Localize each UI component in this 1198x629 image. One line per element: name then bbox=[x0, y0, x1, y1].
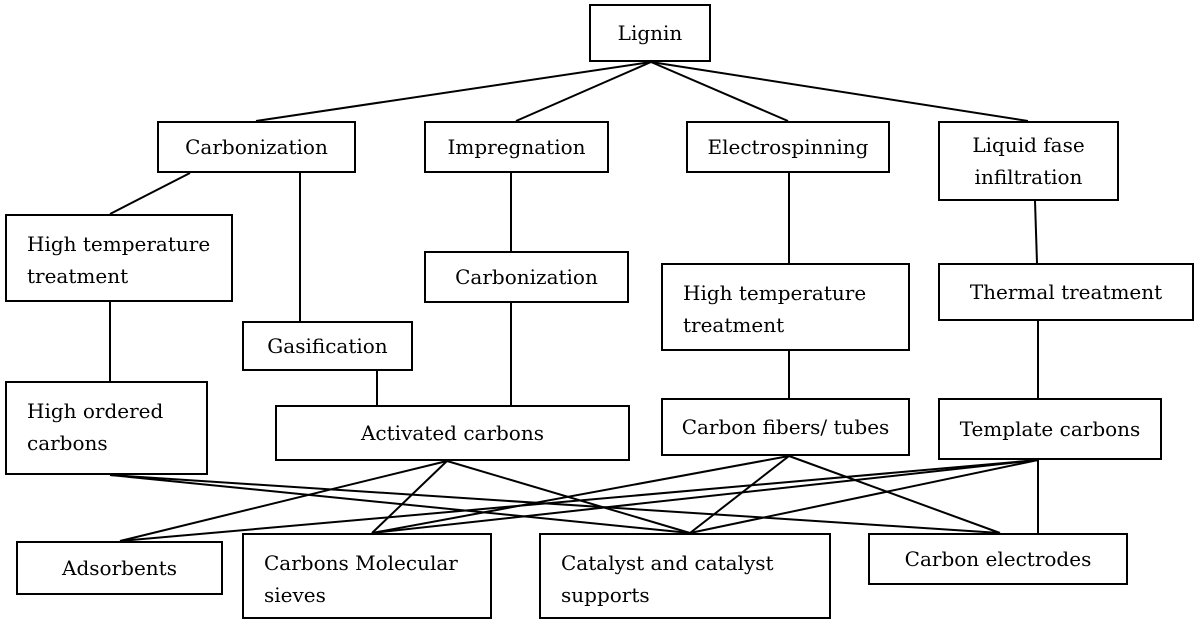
node-label-line-1: Carbons Molecular bbox=[264, 551, 458, 575]
node-label-line-2: infiltration bbox=[974, 165, 1083, 189]
node-carbonization: Carbonization bbox=[157, 121, 356, 173]
node-adsorbents: Adsorbents bbox=[16, 541, 223, 595]
node-impregnation: Impregnation bbox=[424, 121, 609, 173]
node-label: Activated carbons bbox=[360, 421, 544, 445]
edge-template-to-adsorbents bbox=[119, 459, 1039, 542]
edge-liquid_infiltration-to-thermal_treatment bbox=[1034, 200, 1038, 264]
node-label: Electrospinning bbox=[707, 135, 869, 159]
node-liquid-fase-infiltration: Liquid fase infiltration bbox=[938, 121, 1119, 201]
node-label: Template carbons bbox=[959, 417, 1141, 441]
edge-carbonization_1-to-high_temp_1 bbox=[109, 172, 191, 215]
node-electrospinning: Electrospinning bbox=[686, 121, 890, 173]
node-label: Impregnation bbox=[447, 135, 586, 159]
edge-activated-to-sieves bbox=[371, 460, 448, 534]
node-template-carbons: Template carbons bbox=[938, 398, 1162, 460]
node-label-line-1: Liquid fase bbox=[972, 133, 1085, 157]
node-carbonization: Carbonization bbox=[424, 251, 629, 303]
node-catalyst-and-catalyst-supports: Catalyst and catalyst supports bbox=[539, 533, 831, 619]
edge-fibers-to-electrodes bbox=[788, 455, 1001, 534]
node-label: Gasification bbox=[267, 334, 388, 358]
node-carbons-molecular-sieves: Carbons Molecular sieves bbox=[242, 533, 492, 619]
node-high-ordered-carbons: High ordered carbons bbox=[5, 381, 208, 475]
edge-template-to-catalyst bbox=[689, 459, 1039, 534]
edge-high_ordered-to-electrodes bbox=[109, 474, 1001, 534]
node-label: Carbon fibers/ tubes bbox=[681, 415, 890, 439]
edge-high_ordered-to-catalyst bbox=[109, 474, 691, 534]
node-high-temperature-treatment: High temperature treatment bbox=[5, 214, 233, 302]
node-label: Carbonization bbox=[185, 135, 328, 159]
node-label: Carbon electrodes bbox=[904, 547, 1092, 571]
node-label-line-1: High ordered bbox=[27, 399, 164, 423]
node-activated-carbons: Activated carbons bbox=[275, 405, 630, 461]
node-label-line-1: High temperature bbox=[683, 281, 867, 305]
node-carbon-fibers-tubes: Carbon fibers/ tubes bbox=[661, 398, 910, 456]
node-label: Lignin bbox=[617, 21, 683, 45]
edge-lignin-to-impregnation bbox=[515, 61, 652, 122]
node-label: Adsorbents bbox=[62, 556, 177, 580]
edge-activated-to-adsorbents bbox=[119, 460, 448, 542]
edge-lignin-to-carbonization_1 bbox=[255, 61, 652, 122]
node-label: Thermal treatment bbox=[969, 280, 1163, 304]
node-gasification: Gasification bbox=[242, 321, 413, 371]
node-label-line-2: carbons bbox=[27, 431, 108, 455]
node-label-line-2: treatment bbox=[683, 313, 785, 337]
edge-fibers-to-catalyst bbox=[689, 455, 790, 534]
node-label: Carbonization bbox=[455, 265, 598, 289]
node-high-temperature-treatment: High temperature treatment bbox=[661, 263, 910, 351]
edge-template-to-sieves bbox=[371, 459, 1039, 534]
node-thermal-treatment: Thermal treatment bbox=[938, 263, 1194, 321]
edge-fibers-to-sieves bbox=[371, 455, 790, 534]
node-label-line-1: High temperature bbox=[27, 232, 211, 256]
edge-lignin-to-electrospinning bbox=[650, 61, 789, 122]
node-lignin: Lignin bbox=[589, 4, 711, 62]
node-label-line-2: sieves bbox=[264, 583, 326, 607]
node-carbon-electrodes: Carbon electrodes bbox=[868, 533, 1128, 585]
edge-lignin-to-liquid_infiltration bbox=[650, 61, 1029, 122]
node-label-line-2: treatment bbox=[27, 264, 129, 288]
node-label-line-1: Catalyst and catalyst bbox=[561, 551, 774, 575]
node-label-line-2: supports bbox=[561, 583, 650, 607]
